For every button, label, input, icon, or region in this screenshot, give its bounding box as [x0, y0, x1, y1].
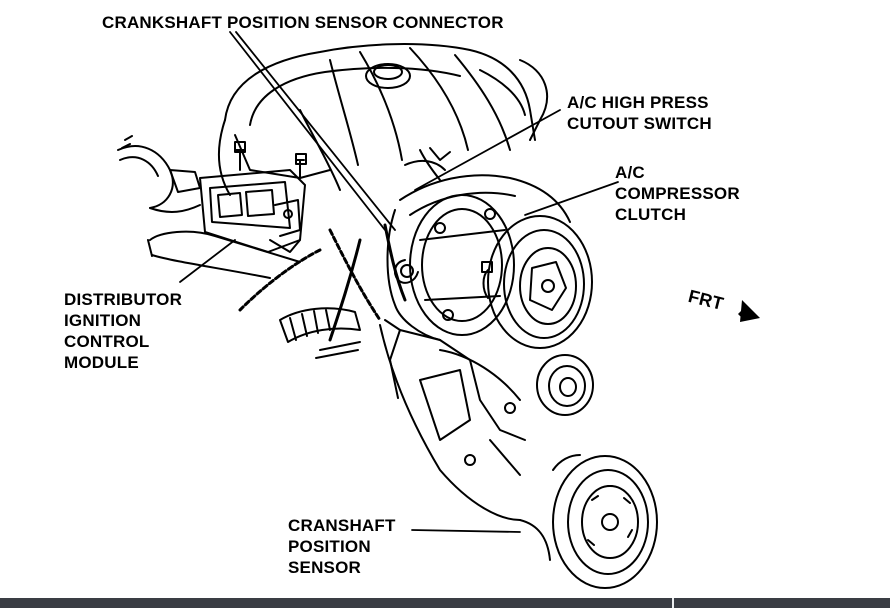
- coolant-hose: [279, 307, 361, 359]
- compressor-clutch: [481, 215, 593, 349]
- label-crankshaft-position-sensor-connector: CRANKSHAFT POSITION SENSOR CONNECTOR: [102, 12, 504, 33]
- bottom-bar-divider: [672, 598, 674, 608]
- label-line: A/C HIGH PRESS: [567, 93, 709, 112]
- label-line: CRANSHAFT: [288, 516, 396, 535]
- bottom-bar: [0, 598, 890, 608]
- ignition-control-module: [199, 169, 306, 253]
- label-line: IGNITION: [64, 311, 142, 330]
- ac-compressor: [386, 147, 571, 341]
- label-line: DISTRIBUTOR: [64, 290, 183, 309]
- crankshaft-pulley: [519, 454, 658, 589]
- label-crankshaft-position-sensor: CRANSHAFT POSITION SENSOR: [288, 515, 396, 578]
- label-ac-high-press-cutout-switch: A/C HIGH PRESS CUTOUT SWITCH: [567, 92, 712, 134]
- label-line: POSITION: [288, 537, 371, 556]
- leader-crankshaft-connector: [229, 31, 386, 231]
- label-distributor-ignition-control-module: DISTRIBUTOR IGNITION CONTROL MODULE: [64, 289, 182, 373]
- left-wiring-harness: [117, 135, 307, 213]
- label-line: COMPRESSOR: [615, 184, 740, 203]
- label-line: CONTROL: [64, 332, 150, 351]
- leader-ac-cutout: [414, 109, 561, 191]
- leader-cps: [411, 529, 521, 533]
- engine-block-left: [147, 230, 301, 279]
- label-line: CLUTCH: [615, 205, 687, 224]
- main-harness: [238, 223, 407, 342]
- label-line: CUTOUT SWITCH: [567, 114, 712, 133]
- label-line: SENSOR: [288, 558, 361, 577]
- label-line: CRANKSHAFT POSITION SENSOR CONNECTOR: [102, 13, 504, 32]
- label-ac-compressor-clutch: A/C COMPRESSOR CLUTCH: [615, 162, 740, 225]
- leader-crankshaft-connector-2: [235, 31, 396, 231]
- front-arrow-icon: [738, 300, 760, 322]
- mounting-bracket: [379, 319, 526, 521]
- leader-dicm: [179, 239, 236, 283]
- leader-ac-clutch: [524, 181, 619, 216]
- leader-lines: [179, 31, 619, 533]
- label-line: A/C: [615, 163, 645, 182]
- idler-pulley: [536, 354, 594, 416]
- label-line: MODULE: [64, 353, 139, 372]
